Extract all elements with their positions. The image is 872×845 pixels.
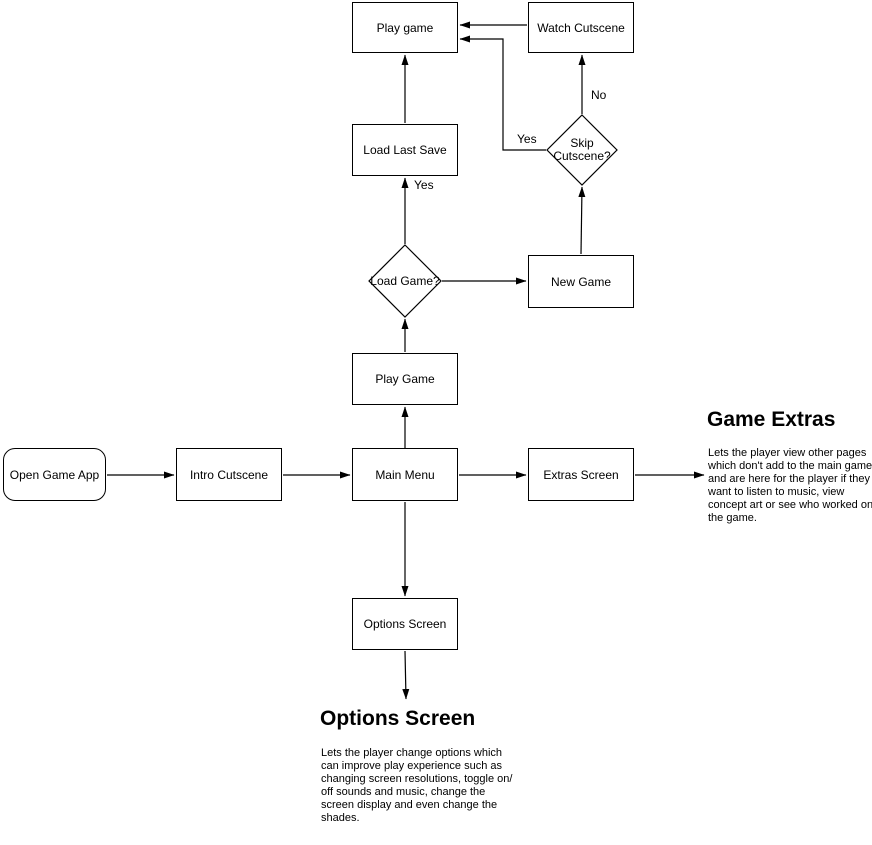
edge-label-skip-cutscene-no: No (590, 88, 608, 102)
node-play-game-label: Play Game (375, 372, 435, 386)
node-play-game-top-label: Play game (376, 20, 434, 35)
node-watch-cutscene: Watch Cutscene (528, 2, 634, 53)
node-load-last-save-label: Load Last Save (363, 143, 447, 157)
node-play-game-top: Play game (352, 2, 458, 53)
edge-skip-yes-to-play-game-top (459, 35, 546, 151)
options-screen-title: Options Screen (320, 707, 476, 730)
node-intro-cutscene: Intro Cutscene (176, 448, 282, 501)
edge-label-load-game-yes: Yes (413, 178, 435, 192)
edge-options-to-options-note (402, 650, 410, 700)
node-extras-screen-label: Extras Screen (543, 467, 619, 482)
node-load-last-save: Load Last Save (352, 124, 458, 176)
node-options-screen-label: Options Screen (363, 617, 447, 631)
node-new-game: New Game (528, 255, 634, 308)
options-screen-description: Lets the player change options which can… (321, 747, 513, 824)
edge-new-game-to-skip-decision (578, 186, 586, 255)
node-open-game-app-label: Open Game App (9, 467, 100, 482)
node-intro-cutscene-label: Intro Cutscene (189, 467, 269, 482)
node-watch-cutscene-label: Watch Cutscene (537, 20, 625, 35)
skip-cutscene-decision-diamond (546, 114, 618, 186)
node-play-game: Play Game (352, 353, 458, 405)
node-options-screen: Options Screen (352, 598, 458, 650)
game-extras-description: Lets the player view other pages which d… (708, 447, 872, 524)
skip-cutscene-decision-label: Skip Cutscene? (553, 136, 611, 163)
node-main-menu: Main Menu (352, 448, 458, 501)
load-game-decision-label: Load Game? (370, 273, 440, 288)
node-main-menu-label: Main Menu (375, 467, 435, 482)
game-extras-title: Game Extras (707, 408, 836, 431)
load-game-decision-diamond (368, 244, 442, 318)
edge-label-skip-cutscene-yes: Yes (516, 132, 538, 146)
node-open-game-app: Open Game App (3, 448, 106, 501)
node-extras-screen: Extras Screen (528, 448, 634, 501)
node-new-game-label: New Game (550, 274, 612, 289)
